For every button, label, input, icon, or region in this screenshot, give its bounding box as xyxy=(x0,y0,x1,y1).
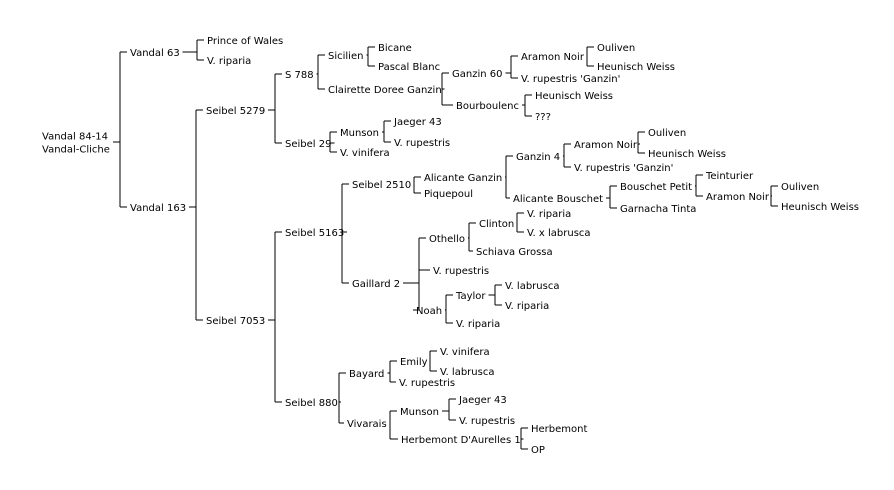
node-label-v-vinifera: V. vinifera xyxy=(340,148,390,159)
node-label-garnacha-tinta: Garnacha Tinta xyxy=(620,204,696,215)
node-label-ganzin-60: Ganzin 60 xyxy=(452,69,502,80)
node-label-heunisch-weiss: Heunisch Weiss xyxy=(597,62,675,73)
node-label-alicante-bouschet: Alicante Bouschet xyxy=(513,194,603,205)
node-label-v-rupestris: V. rupestris xyxy=(433,266,489,277)
node-label-alicante-ganzin: Alicante Ganzin xyxy=(424,173,502,184)
node-label-v-riparia: V. riparia xyxy=(207,56,251,67)
node-label-seibel-5163: Seibel 5163 xyxy=(285,228,344,239)
node-label-teinturier: Teinturier xyxy=(705,171,754,182)
node-label-vandal-63: Vandal 63 xyxy=(130,48,180,59)
node-label-noah: Noah xyxy=(416,306,442,317)
node-label-herbemont: Herbemont xyxy=(531,424,587,435)
node-label-prince-of-wales: Prince of Wales xyxy=(207,36,283,47)
node-label-aramon-noir: Aramon Noir xyxy=(521,52,585,63)
node-label-schiava-grossa: Schiava Grossa xyxy=(476,247,553,258)
node-label-v-riparia: V. riparia xyxy=(527,209,571,220)
node-label-v-rupestris-ganzin: V. rupestris 'Ganzin' xyxy=(574,163,673,174)
node-label-s-788: S 788 xyxy=(285,70,314,81)
node-label-sicilien: Sicilien xyxy=(328,51,363,62)
node-label-seibel-2510: Seibel 2510 xyxy=(352,180,411,191)
node-label-emily: Emily xyxy=(400,357,428,368)
node-label-seibel-29: Seibel 29 xyxy=(285,139,331,150)
node-label-v-x-labrusca: V. x labrusca xyxy=(527,228,591,239)
node-label-vandal-84-14: Vandal 84-14 xyxy=(42,132,108,143)
node-label-pascal-blanc: Pascal Blanc xyxy=(378,62,440,73)
node-label-v-rupestris: V. rupestris xyxy=(459,416,515,427)
node-label-clinton: Clinton xyxy=(479,219,514,230)
node-label-gaillard-2: Gaillard 2 xyxy=(352,279,400,290)
node-label-taylor: Taylor xyxy=(455,291,486,302)
node-label-herbemont-d-aurelles-1: Herbemont D'Aurelles 1 xyxy=(401,435,521,446)
node-label-seibel-880: Seibel 880 xyxy=(285,398,338,409)
node-label-ouliven: Ouliven xyxy=(597,43,635,54)
node-label-heunisch-weiss: Heunisch Weiss xyxy=(535,91,613,102)
node-label-ouliven: Ouliven xyxy=(648,128,686,139)
node-label-othello: Othello xyxy=(429,234,465,245)
node-label-v-riparia: V. riparia xyxy=(505,301,549,312)
node-label-v-rupestris: V. rupestris xyxy=(399,378,455,389)
node-label-jaeger-43: Jaeger 43 xyxy=(393,117,442,128)
node-label-v-labrusca: V. labrusca xyxy=(505,281,559,292)
node-label-bouschet-petit: Bouschet Petit xyxy=(620,182,692,193)
node-label-clairette-doree-ganzin: Clairette Doree Ganzin xyxy=(328,85,442,96)
node-label-vivarais: Vivarais xyxy=(347,419,387,430)
node-label-vandal-163: Vandal 163 xyxy=(130,203,186,214)
node-label-heunisch-weiss: Heunisch Weiss xyxy=(781,202,859,213)
node-label-jaeger-43: Jaeger 43 xyxy=(458,395,507,406)
node-label-bicane: Bicane xyxy=(378,43,412,54)
node-label-v-vinifera: V. vinifera xyxy=(440,347,490,358)
node-label-munson: Munson xyxy=(400,407,439,418)
node-label-ganzin-4: Ganzin 4 xyxy=(516,152,560,163)
node-label-op: OP xyxy=(531,445,545,456)
node-label-v-labrusca: V. labrusca xyxy=(440,367,494,378)
node-label-munson: Munson xyxy=(340,128,379,139)
node-label-piquepoul: Piquepoul xyxy=(424,189,473,200)
node-label-aramon-noir: Aramon Noir xyxy=(706,192,770,203)
tree-connectors xyxy=(112,39,778,450)
node-label-heunisch-weiss: Heunisch Weiss xyxy=(648,149,726,160)
node-label-unknown: ??? xyxy=(535,112,551,123)
node-label-ouliven: Ouliven xyxy=(781,182,819,193)
node-label-v-rupestris-ganzin: V. rupestris 'Ganzin' xyxy=(521,74,620,85)
node-label-seibel-5279: Seibel 5279 xyxy=(206,106,265,117)
node-label-vandal-cliche: Vandal-Cliche xyxy=(42,145,110,156)
node-label-bayard: Bayard xyxy=(349,369,384,380)
node-label-v-riparia: V. riparia xyxy=(456,319,500,330)
node-label-bourboulenc: Bourboulenc xyxy=(456,101,519,112)
node-label-aramon-noir: Aramon Noir xyxy=(574,140,638,151)
node-label-v-rupestris: V. rupestris xyxy=(394,138,450,149)
node-label-seibel-7053: Seibel 7053 xyxy=(206,316,265,327)
